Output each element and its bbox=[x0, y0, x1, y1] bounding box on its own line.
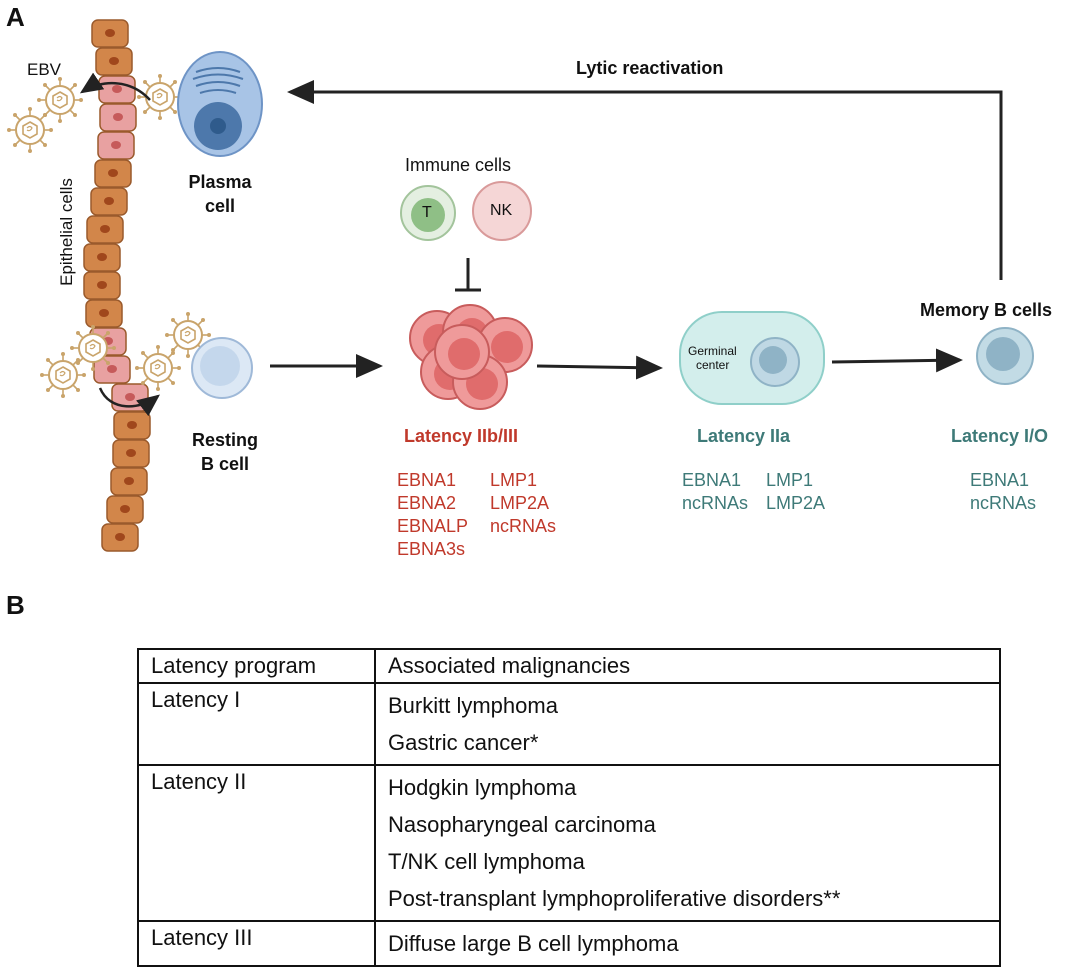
latency-program-cell: Latency II bbox=[137, 764, 376, 922]
latency-malignancies-table: Latency program Associated malignancies … bbox=[137, 648, 1001, 967]
latency-iia-genes-left: EBNA1 ncRNAs bbox=[682, 470, 749, 513]
latency-iib-iii-title: Latency IIb/III bbox=[404, 426, 519, 446]
epithelial-nucleus bbox=[112, 85, 122, 93]
epithelial-nucleus bbox=[104, 197, 114, 205]
nk-cell-label: NK bbox=[490, 202, 513, 219]
malignancies-cell: Burkitt lymphoma Gastric cancer* bbox=[374, 682, 1001, 766]
epithelial-nucleus bbox=[100, 225, 110, 233]
malignancy-item: Post-transplant lymphoproliferative diso… bbox=[388, 886, 841, 911]
panel-a-label: A bbox=[6, 2, 25, 32]
epithelial-nucleus bbox=[105, 29, 115, 37]
table-header-row: Latency program Associated malignancies bbox=[137, 648, 1001, 684]
epithelial-nucleus bbox=[124, 477, 134, 485]
epithelial-nucleus bbox=[107, 365, 117, 373]
epithelial-nucleus bbox=[126, 449, 136, 457]
lytic-reactivation-label: Lytic reactivation bbox=[576, 58, 724, 78]
epithelial-nucleus bbox=[127, 421, 137, 429]
t-cell bbox=[400, 185, 456, 241]
epithelial-nucleus bbox=[115, 533, 125, 541]
resting-b-cell-label: Resting B cell bbox=[191, 430, 258, 474]
epithelial-nucleus bbox=[97, 281, 107, 289]
arrow-latency3-to-germinal bbox=[536, 355, 663, 380]
resting-b-cell bbox=[191, 337, 253, 399]
memory-b-cells-label: Memory B cells bbox=[920, 300, 1053, 320]
plasma-cell-label: Plasma cell bbox=[188, 172, 252, 216]
memory-b-cell bbox=[976, 327, 1034, 385]
infected-b-cell-nucleus bbox=[491, 331, 523, 363]
epithelial-cells-label: Epithelial cells bbox=[57, 178, 76, 286]
latency-iib-iii-genes-left: EBNA1 EBNA2 EBNALP EBNA3s bbox=[397, 470, 469, 559]
header-cell-malignancies: Associated malignancies bbox=[374, 648, 1001, 684]
malignancies-cell: Diffuse large B cell lymphoma bbox=[374, 920, 1001, 967]
plasma-cell bbox=[177, 51, 263, 157]
inhibition-symbol bbox=[455, 258, 481, 292]
malignancy-item: T/NK cell lymphoma bbox=[388, 849, 585, 874]
germinal-center-label: Germinal center bbox=[688, 344, 737, 372]
malignancy-item: Hodgkin lymphoma bbox=[388, 775, 577, 800]
epithelial-nucleus bbox=[108, 169, 118, 177]
latency-iib-iii-genes-right: LMP1 LMP2A ncRNAs bbox=[490, 470, 557, 536]
latency-i-o-genes: EBNA1 ncRNAs bbox=[970, 470, 1037, 513]
table-row: Latency II Hodgkin lymphoma Nasopharynge… bbox=[137, 764, 1001, 922]
epithelial-nucleus bbox=[113, 113, 123, 121]
ebv-label: EBV bbox=[27, 60, 62, 79]
malignancy-item: Gastric cancer* bbox=[388, 730, 539, 755]
epithelial-nucleus bbox=[125, 393, 135, 401]
infected-b-cell-nucleus bbox=[448, 338, 480, 370]
epithelial-nucleus bbox=[97, 253, 107, 261]
header-cell-program: Latency program bbox=[137, 648, 376, 684]
epithelial-nucleus bbox=[111, 141, 121, 149]
latency-iia-title: Latency IIa bbox=[697, 426, 791, 446]
latency-iia-genes-right: LMP1 LMP2A bbox=[766, 470, 826, 513]
malignancy-item: Diffuse large B cell lymphoma bbox=[388, 931, 679, 956]
latency-program-cell: Latency I bbox=[137, 682, 376, 766]
panel-a-diagram bbox=[6, 19, 1034, 552]
epithelial-nucleus bbox=[109, 57, 119, 65]
t-cell-label: T bbox=[422, 204, 432, 221]
epithelial-nucleus bbox=[99, 309, 109, 317]
lytic-reactivation-arrow bbox=[287, 80, 1003, 280]
table-row: Latency I Burkitt lymphoma Gastric cance… bbox=[137, 682, 1001, 766]
malignancy-item: Nasopharyngeal carcinoma bbox=[388, 812, 656, 837]
table-row: Latency III Diffuse large B cell lymphom… bbox=[137, 920, 1001, 967]
germinal-center-cell bbox=[679, 311, 825, 405]
latency-program-cell: Latency III bbox=[137, 920, 376, 967]
latency-i-o-title: Latency I/O bbox=[951, 426, 1049, 446]
proliferating-b-cell-cluster bbox=[409, 304, 533, 410]
epithelial-nucleus bbox=[120, 505, 130, 513]
malignancies-cell: Hodgkin lymphoma Nasopharyngeal carcinom… bbox=[374, 764, 1001, 922]
nk-cell bbox=[472, 181, 532, 241]
entry-curved-arrow bbox=[98, 387, 160, 417]
panel-b-label: B bbox=[6, 590, 25, 620]
arrow-germinal-to-memory bbox=[831, 348, 963, 373]
epithelial-cell-column bbox=[83, 19, 151, 552]
egress-curved-arrow bbox=[79, 72, 151, 101]
immune-cells-label: Immune cells bbox=[405, 155, 512, 175]
malignancy-item: Burkitt lymphoma bbox=[388, 693, 558, 718]
